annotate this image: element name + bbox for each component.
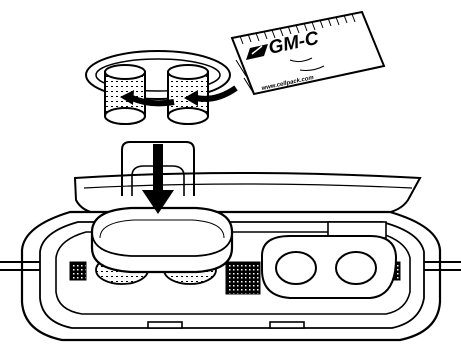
desiccant-cylinder-right [168,65,208,124]
case-slot-right [270,322,304,328]
lens-well-right [336,252,376,284]
desiccant-holder [86,51,236,124]
lens-well-left [276,252,316,284]
desiccant-packet: GM-C www.cellpack.com [232,12,384,94]
desiccant-insert-cap [92,208,232,272]
case-slot-left [148,322,182,328]
